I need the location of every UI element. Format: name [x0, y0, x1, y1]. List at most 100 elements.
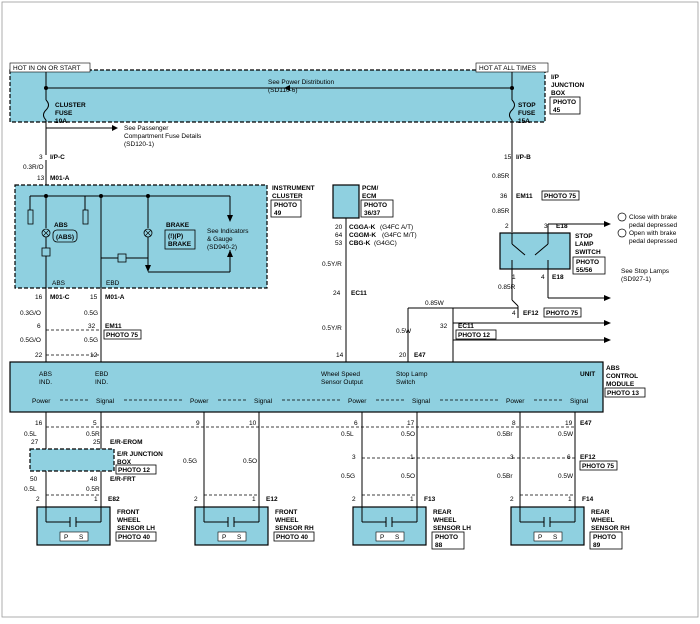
- pin-8: 8: [512, 420, 516, 427]
- conn-e47-sw: E47: [414, 352, 426, 359]
- hot-in-on-start-label: [9, 62, 91, 73]
- em11-photo-box-2: [103, 329, 142, 340]
- wire-05yr: 0.5Y/R: [322, 261, 342, 268]
- sw-contact-a: [511, 243, 526, 256]
- fl-name-1: FRONT: [117, 509, 139, 516]
- pcm-note-2: (G4FC M/T): [382, 232, 417, 239]
- brake-lamp-x2: [144, 229, 152, 237]
- stop-lamp-switch-box: [499, 232, 571, 270]
- abs-icon-box: [52, 229, 78, 243]
- rl-photo-box: [431, 531, 465, 550]
- fl-photo: PHOTO 40: [118, 534, 150, 541]
- ec11-photo-box: [455, 329, 497, 340]
- conn-e82: E82: [108, 496, 120, 503]
- w-rrh-p-2: 0.5Br: [497, 473, 513, 480]
- em11-photo-box: [541, 190, 580, 201]
- w-rlh-p-1: 0.5L: [341, 431, 354, 438]
- conn-f13: F13: [424, 496, 436, 503]
- rl-s: S: [395, 534, 400, 541]
- wire-05yr-2: 0.5Y/R: [322, 325, 342, 332]
- rr-photo-box: [589, 531, 623, 550]
- cluster-photo-box: [270, 199, 302, 218]
- pin-3: 3: [39, 154, 43, 161]
- see-stop-1: See Stop Lamps: [621, 268, 670, 275]
- abs-icon-text: (ABS): [56, 234, 74, 241]
- fl-name-2: WHEEL: [117, 517, 141, 524]
- see-indic-1: See Indicators: [207, 228, 249, 235]
- brake-arrow: [145, 265, 151, 272]
- conn-ef12-sw: EF12: [523, 310, 539, 317]
- rl-ps-box: [375, 531, 405, 542]
- pin-6c: 6: [567, 454, 571, 461]
- w-rrh-p-1: 0.5Br: [497, 431, 513, 438]
- abs-photo: PHOTO 13: [607, 390, 639, 397]
- sw-stop-arrow: [604, 295, 611, 301]
- conn-ec11-sw: EC11: [458, 323, 474, 330]
- conn-m01a-top: M01-A: [50, 175, 70, 182]
- sw-conn-e18b: E18: [552, 274, 564, 281]
- em11-photo: PHOTO 75: [544, 193, 576, 200]
- legend-a-icon: [617, 212, 627, 222]
- rr-p: P: [538, 534, 542, 541]
- abs-lamp-label: ABS: [54, 222, 68, 229]
- wire-05go: 0.5G/O: [20, 337, 41, 344]
- brake-lamp-label: BRAKE: [166, 222, 190, 229]
- brake-icon-text: (!)(P): [168, 233, 183, 240]
- abs-signal-4: Signal: [570, 398, 589, 405]
- ef12-photo-2: PHOTO 75: [582, 463, 614, 470]
- w-lh-s-2: 0.5R: [86, 486, 100, 493]
- wss-1: Wheel Speed: [321, 371, 360, 378]
- w-lh-p-2: 0.5L: [24, 486, 37, 493]
- w-rrh-s-1: 0.5W: [558, 431, 574, 438]
- wire-085r-2: 0.85R: [492, 208, 510, 215]
- pin-1a: 1: [410, 454, 414, 461]
- pin-9: 9: [196, 420, 200, 427]
- rr-name-3: SENSOR RH: [591, 525, 630, 532]
- stop-fuse-3: 15A: [518, 118, 530, 125]
- rr-photo-2: 89: [593, 542, 601, 549]
- pin-15b: 15: [90, 294, 98, 301]
- rr-s: S: [553, 534, 558, 541]
- pin-15: 15: [504, 154, 512, 161]
- abs-power-3: Power: [348, 398, 367, 405]
- pin-3b: 3: [510, 454, 514, 461]
- pin-3a: 3: [352, 454, 356, 461]
- fr-photo: PHOTO 40: [276, 534, 308, 541]
- wire-085r-sw: 0.85R: [498, 284, 516, 291]
- wire-03go: 0.3G/O: [20, 310, 41, 317]
- gauge-arrow: [227, 215, 233, 222]
- conn-e12: E12: [266, 496, 278, 503]
- pcm-ecm-box: [332, 184, 360, 219]
- pin-24: 24: [333, 290, 341, 297]
- see-power-dist-2: (SD110-6): [268, 87, 298, 94]
- w-rh-p-1: 0.5G: [183, 458, 197, 465]
- w-lh-s-1: 0.5R: [86, 431, 100, 438]
- em11-photo-2: PHOTO 75: [106, 332, 138, 339]
- abs-ind-1: ABS: [39, 371, 53, 378]
- sw-contact-b: [534, 243, 549, 256]
- ef12-photo-box: [543, 307, 582, 318]
- stop-out-arrow-3: [604, 337, 611, 343]
- abs-lamp-x2: [42, 229, 50, 237]
- cluster-photo-1: PHOTO: [274, 202, 297, 209]
- wire-03ro: 0.3R/O: [23, 164, 44, 171]
- stop-fuse-2: FUSE: [518, 110, 536, 117]
- conn-ef12: EF12: [580, 454, 596, 461]
- pin-12: 12: [90, 352, 98, 359]
- sw-bend: [511, 299, 519, 307]
- pcm-conn-cggm: CGGM-K: [349, 232, 376, 239]
- wire-05w: 0.5W: [396, 328, 412, 335]
- wire-085r: 0.85R: [492, 173, 510, 180]
- pcm-photo-1: PHOTO: [364, 202, 387, 209]
- lh-pin-2: 2: [36, 496, 40, 503]
- pin-10: 10: [249, 420, 257, 427]
- ip-junction-box: [9, 69, 546, 123]
- pin-27: 27: [31, 439, 39, 446]
- rr-name-1: REAR: [591, 509, 610, 516]
- rl-photo-2: 88: [435, 542, 443, 549]
- sw-photo-box: [572, 256, 606, 275]
- conn-e47: E47: [580, 420, 592, 427]
- fl-p: P: [64, 534, 68, 541]
